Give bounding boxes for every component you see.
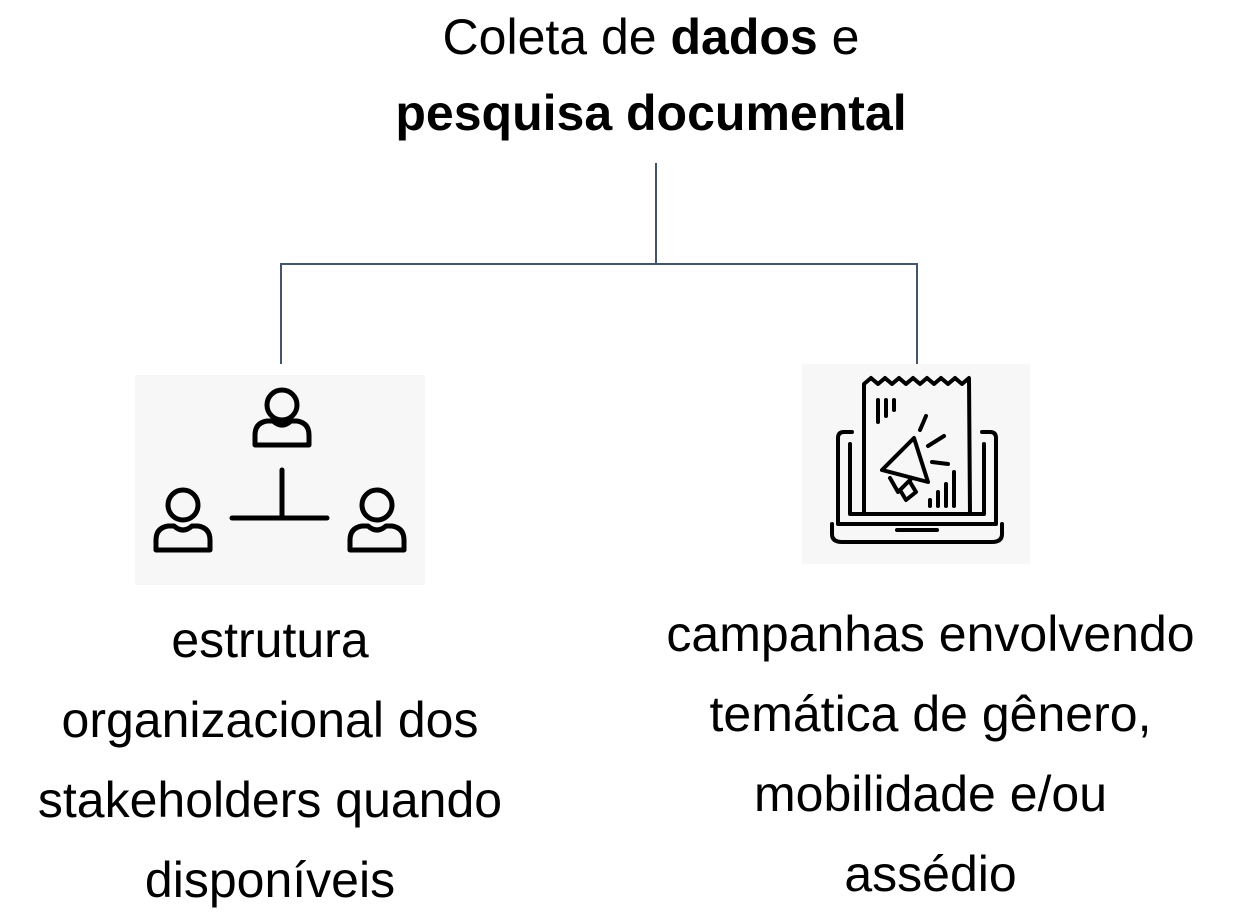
caption-organizational-structure: estrutura organizacional dos stakeholder… [0,600,540,920]
caption-campaigns: campanhas envolvendo temática de gênero,… [620,594,1241,914]
caption-line: organizacional dos [61,692,479,748]
organization-structure-icon [135,375,425,585]
caption-line: campanhas envolvendo [666,606,1195,662]
caption-line: temática de gênero, [709,686,1152,742]
laptop-megaphone-campaign-icon [802,364,1030,564]
caption-line: disponíveis [144,852,396,908]
title-text-part-3: e [817,9,860,65]
diagram-title-line-2: pesquisa documental [395,85,907,141]
caption-line: estrutura [171,612,369,668]
caption-line: mobilidade e/ou [753,766,1108,822]
caption-line: stakeholders quando [37,772,503,828]
title-text-part-1: Coleta de [442,9,671,65]
diagram-title-line-1: Coleta de dados e [0,0,1241,74]
caption-line: assédio [844,846,1017,902]
title-text-bold: dados [670,9,818,65]
